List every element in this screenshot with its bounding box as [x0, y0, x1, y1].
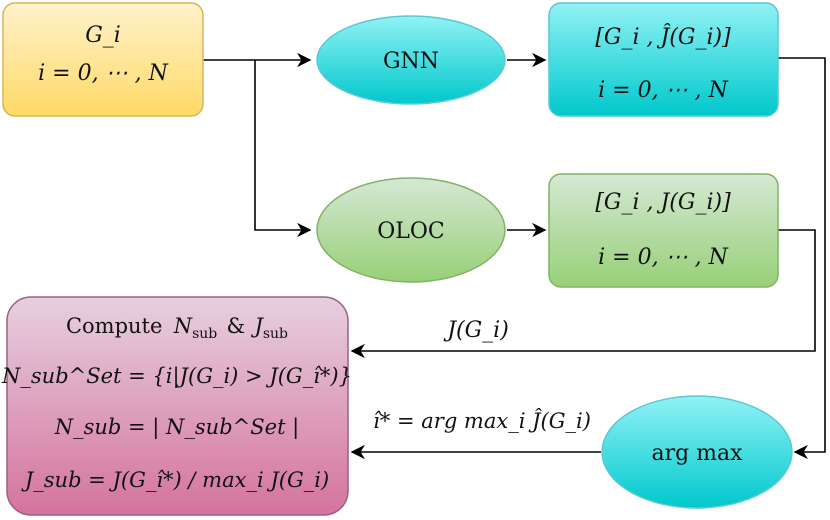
compute-title-j-sub: sub [263, 326, 288, 342]
gnn-output-pair: [G_i , Ĵ(G_i)] [595, 23, 731, 50]
oloc-output-pair: [G_i , J(G_i)] [595, 190, 731, 215]
argmax-node-label: arg max [651, 441, 743, 466]
argmax-node: arg max [601, 395, 793, 509]
edge-label-argmax: î* = arg max_i Ĵ(G_i) [373, 408, 591, 433]
compute-n-sub-definition: N_sub = | N_sub^Set | [54, 415, 300, 440]
compute-node: Compute Nsub & Jsub N_sub^Set = {i|J(G_i… [1, 296, 352, 516]
oloc-output-node: [G_i , J(G_i)] i = 0, ⋯ , N [548, 173, 779, 288]
oloc-node-label: OLOC [377, 219, 445, 244]
gnn-node-label: GNN [383, 49, 439, 74]
edge-label-j: J(G_i) [443, 318, 509, 343]
compute-j-sub-definition: J_sub = J(G_î*) / max_i J(G_i) [21, 468, 329, 492]
gnn-output-index-range: i = 0, ⋯ , N [598, 78, 728, 103]
compute-title-prefix: Compute [66, 314, 162, 338]
input-node-index-range: i = 0, ⋯ , N [38, 61, 168, 86]
compute-node-title: Compute Nsub & Jsub [66, 314, 288, 343]
edge-branch-to-oloc [254, 60, 312, 238]
compute-title-n: N [173, 314, 193, 338]
gnn-node: GNN [316, 15, 506, 105]
compute-title-n-sub: sub [192, 326, 217, 342]
edge-gnn-output-to-argmax [778, 57, 826, 460]
edges [203, 52, 826, 460]
compute-title-amp: & [226, 314, 245, 338]
input-node: G_i i = 0, ⋯ , N [2, 2, 204, 117]
compute-title-j: J [250, 314, 264, 338]
input-node-graph-label: G_i [85, 23, 121, 48]
gnn-output-node: [G_i , Ĵ(G_i)] i = 0, ⋯ , N [548, 2, 779, 117]
oloc-output-index-range: i = 0, ⋯ , N [598, 245, 728, 270]
oloc-node: OLOC [316, 177, 506, 283]
edge-oloc-output-to-compute [350, 229, 816, 359]
compute-set-definition: N_sub^Set = {i|J(G_i) > J(G_î*)} [1, 364, 352, 389]
